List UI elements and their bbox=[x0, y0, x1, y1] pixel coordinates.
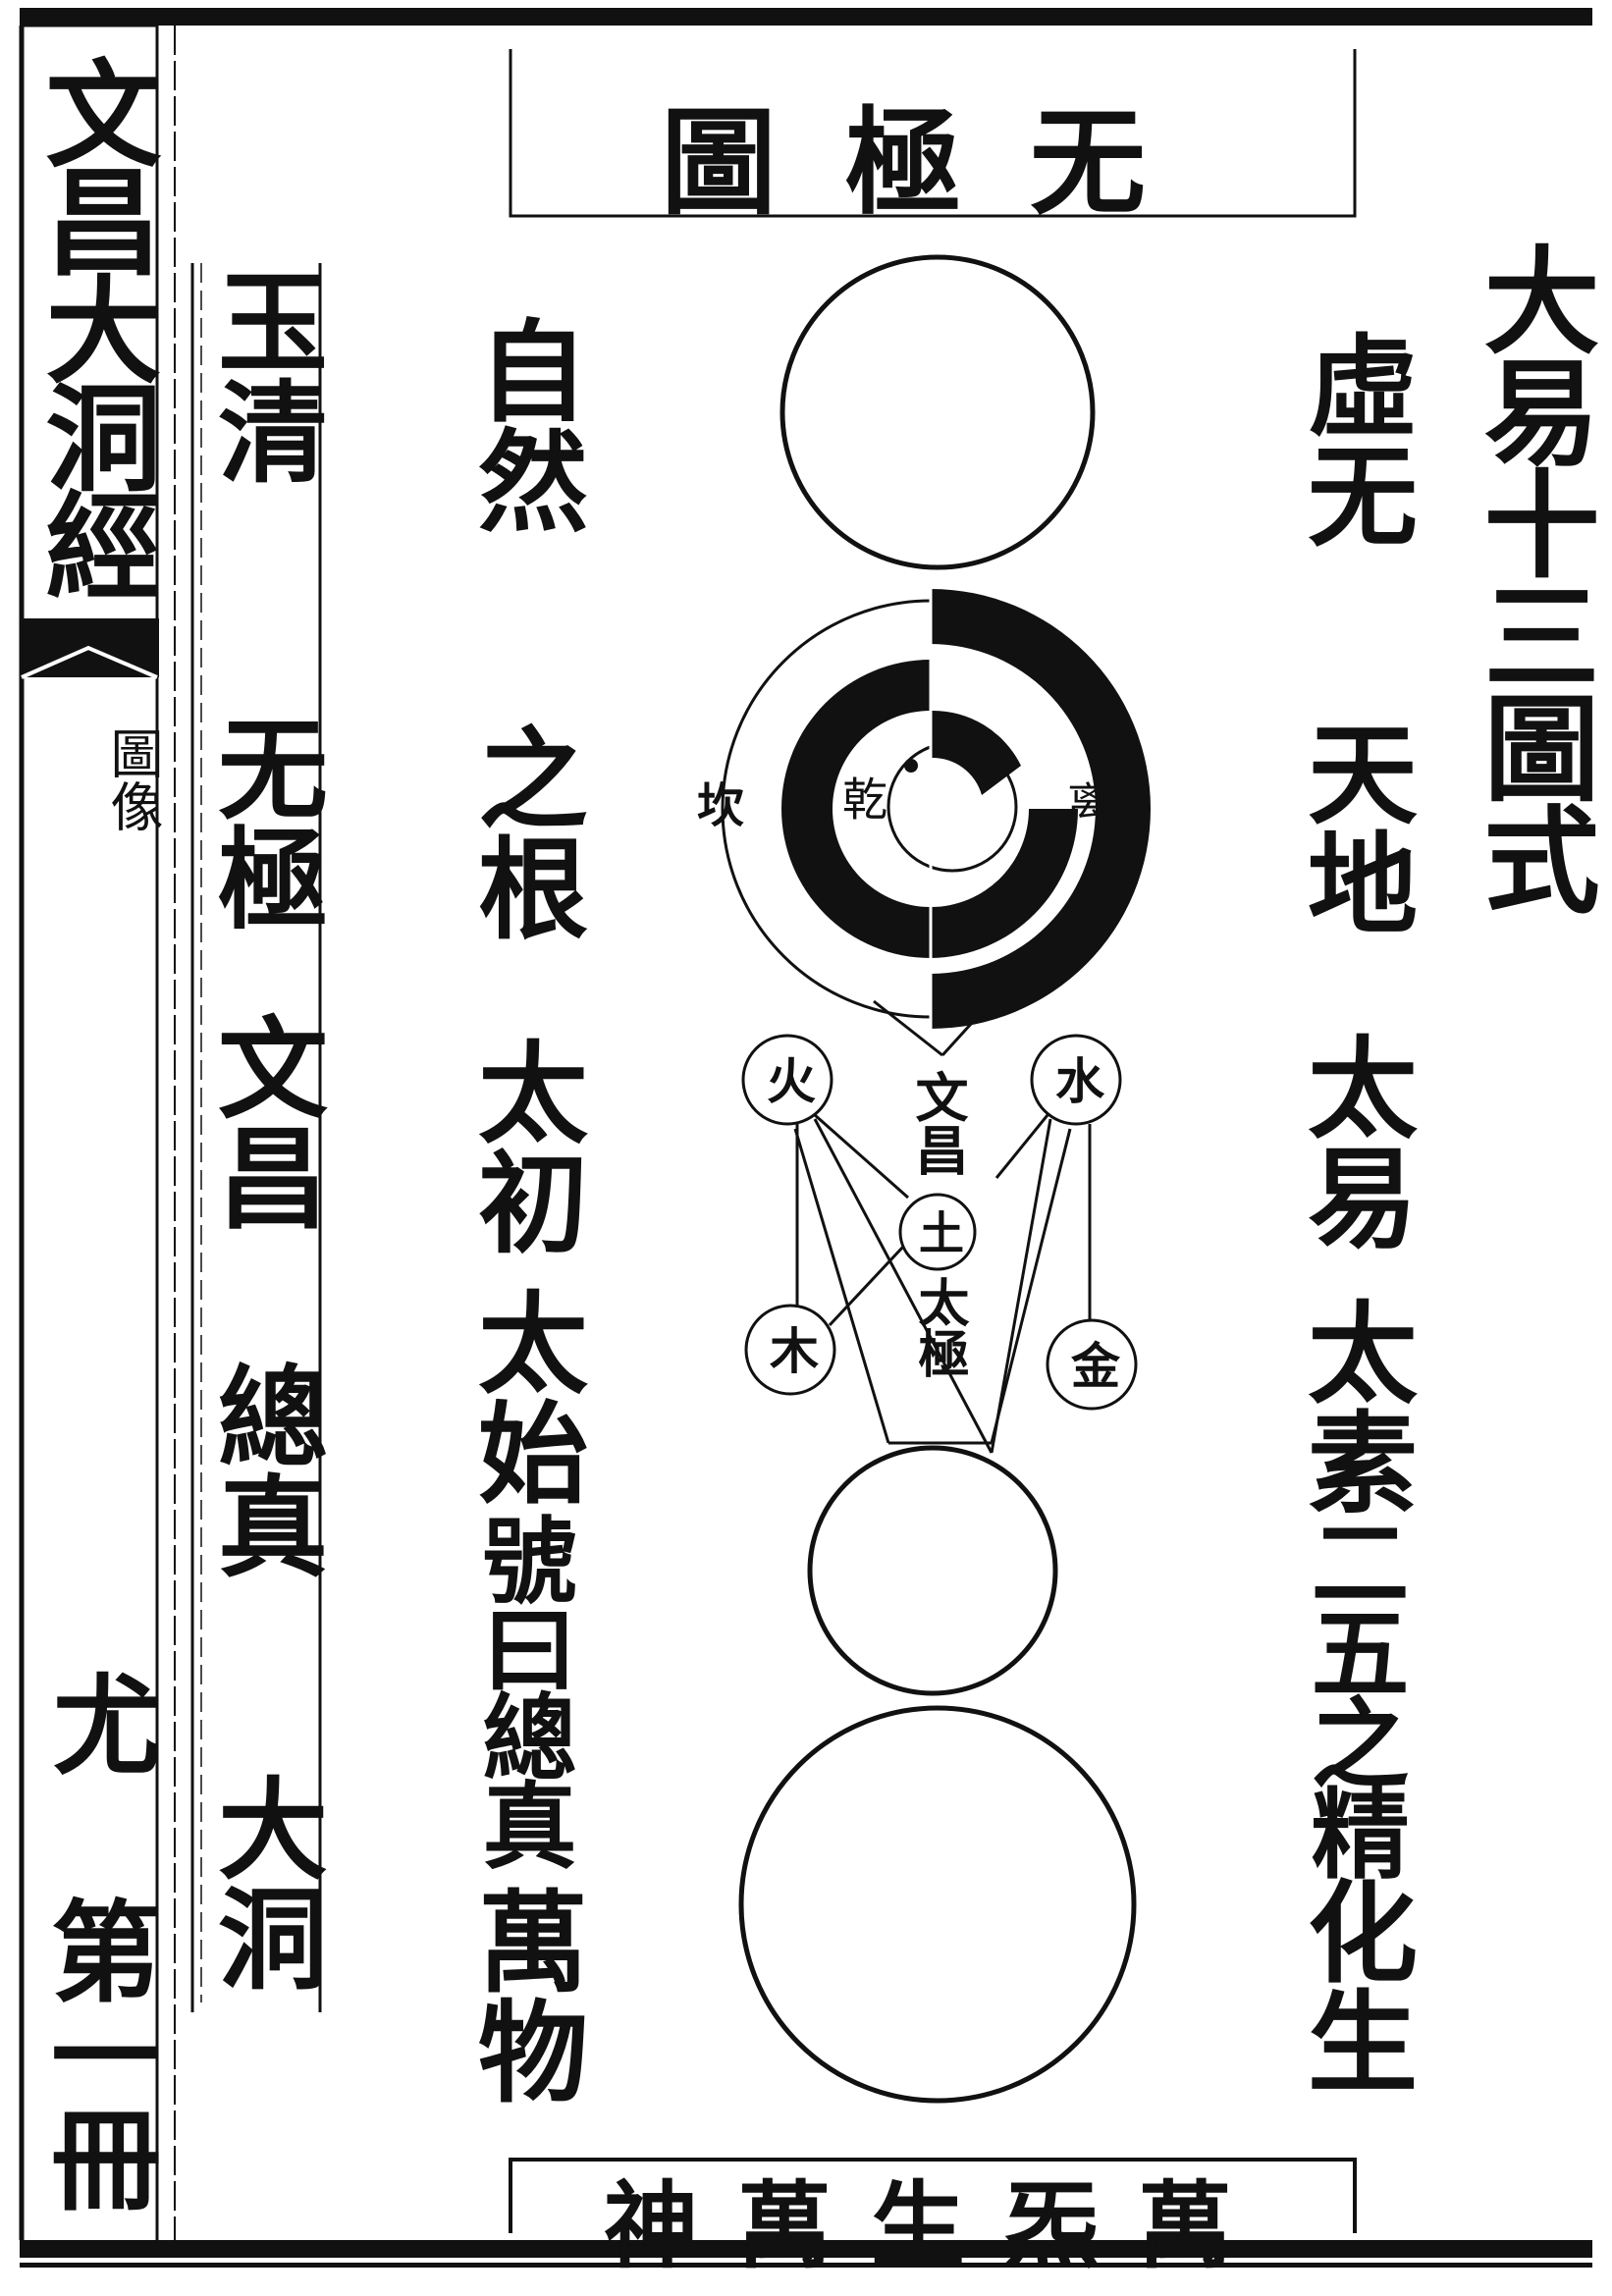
wuji-circle-top bbox=[779, 254, 1096, 570]
sidebar-label-zongzhen: 總真 bbox=[199, 1360, 328, 1579]
li-right-label: 离 bbox=[1059, 780, 1109, 824]
left-phrase-taichu: 太初 bbox=[459, 1036, 588, 1255]
right-phrase-erwuzhijing: 二五之精 bbox=[1294, 1512, 1410, 1873]
fire-label: 火 bbox=[759, 1055, 817, 1104]
left-phrase-haoyuezongzhen: 號曰總真 bbox=[466, 1512, 577, 1865]
wood-label: 木 bbox=[762, 1325, 820, 1374]
wood-element-circle bbox=[744, 1304, 836, 1396]
volume-mark: 尤 bbox=[34, 1669, 161, 1777]
right-phrase-xuwu: 虛无 bbox=[1289, 329, 1418, 549]
sidebar-label-wenchang: 文昌 bbox=[199, 1011, 328, 1231]
right-phrase-huasheng: 化生 bbox=[1289, 1875, 1418, 2095]
water-label: 水 bbox=[1048, 1055, 1105, 1104]
right-phrase-tiandi: 天地 bbox=[1289, 717, 1418, 936]
main-heading: 大易十三圖式 bbox=[1464, 240, 1600, 912]
left-phrase-ziran: 自然 bbox=[459, 314, 588, 534]
taiji-circle-lower bbox=[807, 1445, 1058, 1696]
metal-element-circle bbox=[1046, 1318, 1138, 1411]
water-element-circle bbox=[1030, 1034, 1122, 1126]
earth-element-circle bbox=[898, 1193, 977, 1271]
sidebar-label-wuji: 无極 bbox=[199, 712, 328, 932]
left-phrase-zhigen: 之根 bbox=[459, 721, 588, 941]
sidebar-label-dadong: 大洞 bbox=[199, 1772, 328, 1992]
earth-label: 土 bbox=[912, 1209, 965, 1255]
kan-left-label: 坎 bbox=[688, 780, 743, 828]
section-tab-label: 圖像 bbox=[101, 726, 163, 832]
left-phrase-taishi: 太始 bbox=[459, 1286, 588, 1506]
fire-element-circle bbox=[741, 1034, 833, 1126]
wenchang-label: 文昌 bbox=[906, 1070, 969, 1176]
five-elements-lines bbox=[793, 999, 1092, 1454]
book-title: 文昌大洞經 bbox=[26, 54, 162, 594]
kanli-circle bbox=[721, 589, 1151, 1031]
right-phrase-taiyi: 太易 bbox=[1289, 1031, 1418, 1251]
left-phrase-wanwu: 萬物 bbox=[459, 1885, 588, 2105]
sidebar-label-yuqing: 玉清 bbox=[199, 265, 328, 485]
right-phrase-taisu: 太素 bbox=[1289, 1296, 1418, 1516]
metal-label: 金 bbox=[1063, 1340, 1121, 1389]
wanwu-circle-bottom bbox=[738, 1705, 1137, 2104]
taiji-label: 太極 bbox=[909, 1276, 969, 1378]
qian-center-label: 乾 bbox=[835, 775, 888, 821]
volume-number: 第一冊 bbox=[32, 1895, 161, 2207]
